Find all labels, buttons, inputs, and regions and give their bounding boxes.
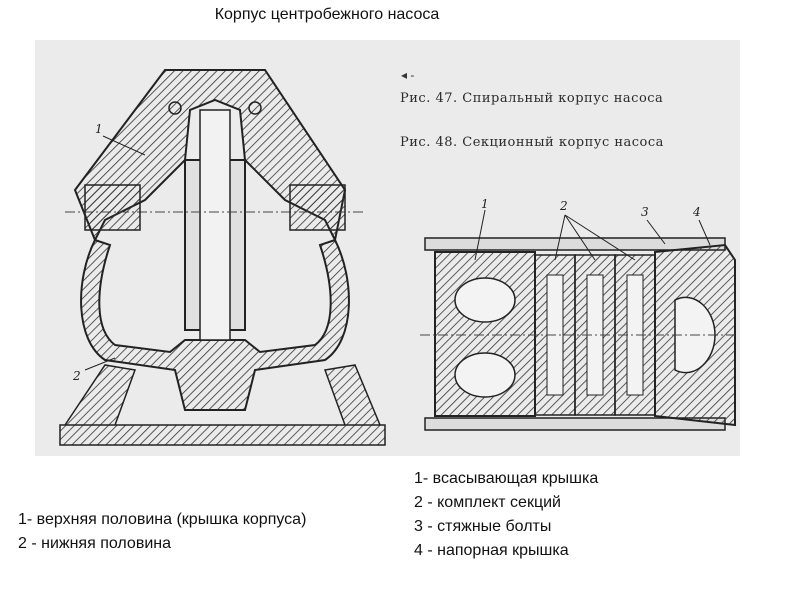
legend-item: 2 - нижняя половина [18, 535, 171, 552]
bolt-hole-left [168, 101, 182, 115]
casing-feet [59, 364, 386, 446]
callout-2-right: 2 [559, 199, 568, 213]
callout-1-left: 1 [95, 122, 103, 136]
tie-bolt-top [424, 237, 726, 251]
callout-2-left: 2 [72, 369, 81, 383]
left-bearing [84, 184, 141, 231]
volute-casing-drawing: 1 2 [59, 69, 386, 446]
legend-item: 4 - напорная крышка [414, 542, 569, 559]
lower-half-casing [80, 238, 350, 411]
scan-arrow-mark: ◂ - [401, 68, 415, 82]
callout-3-right: 3 [641, 205, 649, 219]
legend-volute-casing: 1- верхняя половина (крышка корпуса) 2 -… [18, 508, 306, 556]
legend-item: 1- верхняя половина (крышка корпуса) [18, 511, 307, 528]
impeller-hub [199, 109, 231, 341]
legend-sectional-casing: 1- всасывающая крышка 2 - комплект секци… [414, 467, 598, 563]
legend-item: 2 - комплект секций [414, 494, 561, 511]
bolt-hole-right [248, 101, 262, 115]
caption-fig-48: Рис. 48. Секционный корпус насоса [400, 135, 664, 150]
callout-1-right: 1 [481, 197, 489, 211]
scanned-figure: 1 2 [35, 40, 740, 456]
pump-drawings: 1 2 [59, 69, 736, 446]
caption-fig-47: Рис. 47. Спиральный корпус насоса [400, 91, 664, 106]
legend-item: 3 - стяжные болты [414, 518, 552, 535]
page-title: Корпус центробежного насоса [214, 6, 440, 23]
callout-4-right: 4 [692, 205, 701, 219]
legend-item: 1- всасывающая крышка [414, 470, 599, 487]
right-bearing [289, 184, 346, 231]
sectional-casing-drawing: 1 2 3 4 [420, 197, 736, 431]
